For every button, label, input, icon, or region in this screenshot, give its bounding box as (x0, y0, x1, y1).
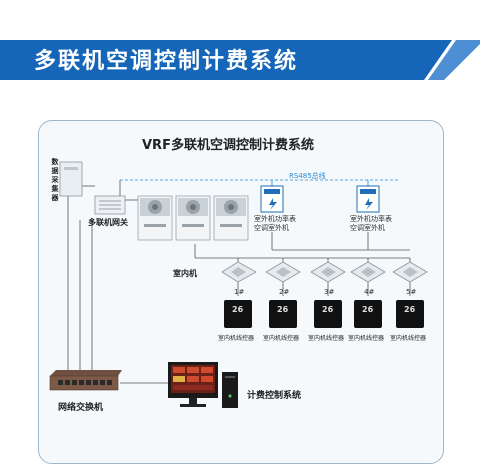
indoor-unit (265, 261, 301, 283)
controller-number: 5# (406, 288, 417, 296)
controller-label: 室内机线控器 (348, 335, 385, 342)
meter-1-label: 室外机功率表 (254, 215, 296, 223)
title-banner (0, 40, 480, 80)
controller-number: 2# (279, 288, 290, 296)
network-switch-label: 网络交换机 (58, 403, 104, 413)
wire-controller (224, 300, 252, 328)
gateway-device (94, 195, 126, 215)
power-meter (356, 185, 380, 213)
controller-label: 室内机线控器 (263, 335, 300, 342)
banner-stripe (408, 40, 452, 80)
wire-controllers (224, 300, 424, 328)
outdoor-units (137, 195, 249, 241)
controller-display: 26 (322, 305, 334, 314)
diagram-title: VRF多联机空调控制计费系统 (142, 138, 314, 153)
indoor-units (221, 261, 428, 283)
controller-number: 1# (234, 288, 245, 296)
wire-controller (354, 300, 382, 328)
outdoor-unit (137, 195, 173, 241)
wire-controller (396, 300, 424, 328)
controller-number: 4# (364, 288, 375, 296)
wire-controller (314, 300, 342, 328)
meter-2-label: 室外机功率表 (350, 215, 392, 223)
banner-background (0, 40, 440, 80)
network-switch-device (49, 370, 122, 391)
controller-display: 26 (404, 305, 416, 314)
banner-stripe (428, 40, 480, 80)
outdoor-unit-1-label: 空调室外机 (254, 224, 289, 232)
controller-display: 26 (277, 305, 289, 314)
outdoor-unit (213, 195, 249, 241)
outdoor-unit-2-label: 空调室外机 (350, 224, 385, 232)
banner-title: 多联机空调控制计费系统 (34, 49, 299, 74)
wire-controller (269, 300, 297, 328)
connection-lines (67, 179, 411, 384)
controller-display: 26 (232, 305, 244, 314)
controller-display: 26 (362, 305, 374, 314)
indoor-unit (221, 261, 257, 283)
gateway-label: 多联机网关 (88, 218, 128, 227)
controller-number: 3# (324, 288, 335, 296)
outdoor-unit (175, 195, 211, 241)
indoor-unit (310, 261, 346, 283)
rs485-bus-label: RS485总线 (289, 172, 326, 180)
diagram-panel (38, 120, 444, 464)
billing-computer (168, 362, 238, 408)
indoor-unit (350, 261, 386, 283)
power-meter (260, 185, 284, 213)
controller-label: 室内机线控器 (308, 335, 345, 342)
indoor-unit-label: 室内机 (173, 269, 197, 278)
data-collector-device (59, 161, 83, 197)
indoor-unit (392, 261, 428, 283)
billing-system-label: 计费控制系统 (247, 391, 302, 401)
data-collector-label: 数据采集器 (51, 158, 59, 202)
controller-label: 室内机线控器 (218, 335, 255, 342)
controller-label: 室内机线控器 (390, 335, 427, 342)
